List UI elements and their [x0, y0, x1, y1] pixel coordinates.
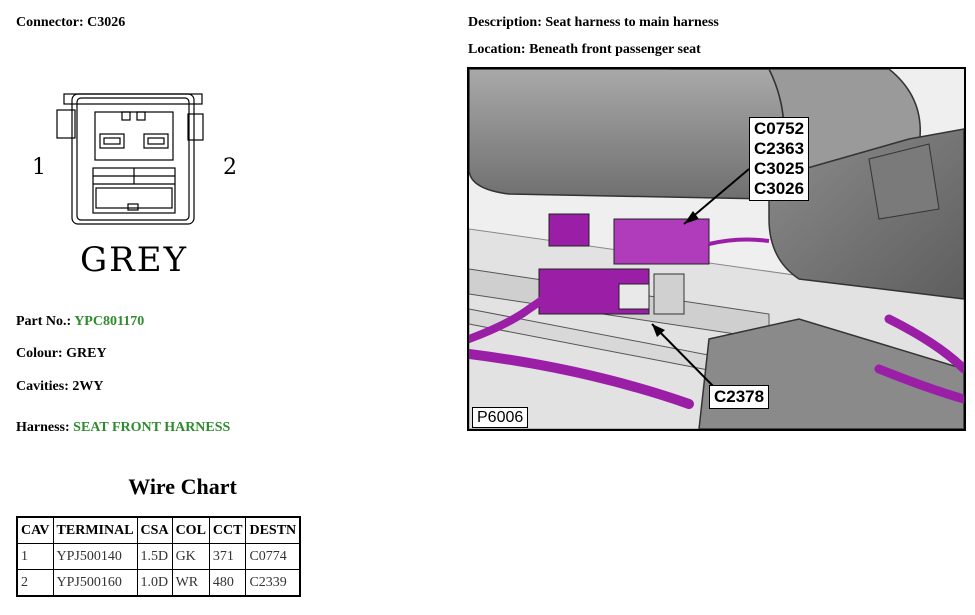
part-number-row: Part No.: YPC801170	[16, 314, 144, 330]
callout-c0752: C0752	[754, 119, 805, 138]
connector-face-diagram: 1 2 GREY	[32, 93, 237, 280]
cell-csa: 1.0D	[136, 569, 173, 597]
callout-top-box: C0752 C2363 C3025 C3026	[749, 117, 810, 201]
wire-chart-header-row: CAV TERMINAL CSA COL CCT DESTN	[16, 516, 301, 544]
colour-label: Colour:	[16, 346, 63, 361]
cavities-label: Cavities:	[16, 379, 69, 394]
connector-label: Connector:	[16, 15, 84, 30]
location-value: Beneath front passenger seat	[529, 42, 701, 57]
connector-colour-caption: GREY	[80, 240, 188, 280]
table-row: 1 YPJ500140 1.5D GK 371 C0774	[16, 543, 301, 570]
harness-row: Harness: SEAT FRONT HARNESS	[16, 420, 230, 436]
pin-1-label: 1	[32, 155, 46, 180]
header-col: COL	[171, 516, 210, 544]
cell-cct: 480	[208, 569, 247, 597]
header-cct: CCT	[208, 516, 247, 544]
table-row: 2 YPJ500160 1.0D WR 480 C2339	[16, 569, 301, 597]
header-cav: CAV	[16, 516, 54, 544]
cavities-value: 2WY	[72, 379, 104, 394]
connector-heading: Connector: C3026	[16, 15, 125, 31]
colour-row: Colour: GREY	[16, 346, 107, 362]
description-label: Description:	[468, 15, 542, 30]
location-illustration: C0752 C2363 C3025 C3026 C2378 P6006	[467, 67, 966, 431]
cell-terminal: YPJ500160	[52, 569, 138, 597]
pin-2-label: 2	[223, 155, 237, 180]
callout-c2378: C2378	[709, 385, 770, 409]
cell-col: GK	[171, 543, 210, 570]
description-value: Seat harness to main harness	[545, 15, 719, 30]
colour-value: GREY	[66, 346, 107, 361]
header-csa: CSA	[136, 516, 173, 544]
wire-chart-table: CAV TERMINAL CSA COL CCT DESTN 1 YPJ5001…	[16, 516, 302, 597]
harness-value[interactable]: SEAT FRONT HARNESS	[73, 420, 231, 435]
figure-id-label: P6006	[472, 407, 529, 428]
header-destn: DESTN	[245, 516, 301, 544]
cell-destn: C0774	[245, 543, 301, 570]
connector-id: C3026	[87, 15, 126, 30]
location-label: Location:	[468, 42, 526, 57]
callout-c3025: C3025	[754, 159, 805, 178]
cell-cct: 371	[208, 543, 247, 570]
cell-destn: C2339	[245, 569, 301, 597]
harness-label: Harness:	[16, 420, 70, 435]
cell-terminal: YPJ500140	[52, 543, 138, 570]
cell-csa: 1.5D	[136, 543, 173, 570]
description-row: Description: Seat harness to main harnes…	[468, 15, 719, 31]
callout-c3026: C3026	[754, 179, 805, 198]
location-row: Location: Beneath front passenger seat	[468, 42, 701, 58]
cavities-row: Cavities: 2WY	[16, 379, 104, 395]
wire-chart-title: Wire Chart	[128, 474, 237, 499]
header-terminal: TERMINAL	[52, 516, 138, 544]
callout-c2363: C2363	[754, 139, 805, 158]
cell-cav: 1	[16, 543, 54, 570]
seat-location-drawing	[469, 69, 964, 429]
cell-col: WR	[171, 569, 210, 597]
cell-cav: 2	[16, 569, 54, 597]
part-number-value[interactable]: YPC801170	[74, 314, 145, 329]
part-number-label: Part No.:	[16, 314, 72, 329]
